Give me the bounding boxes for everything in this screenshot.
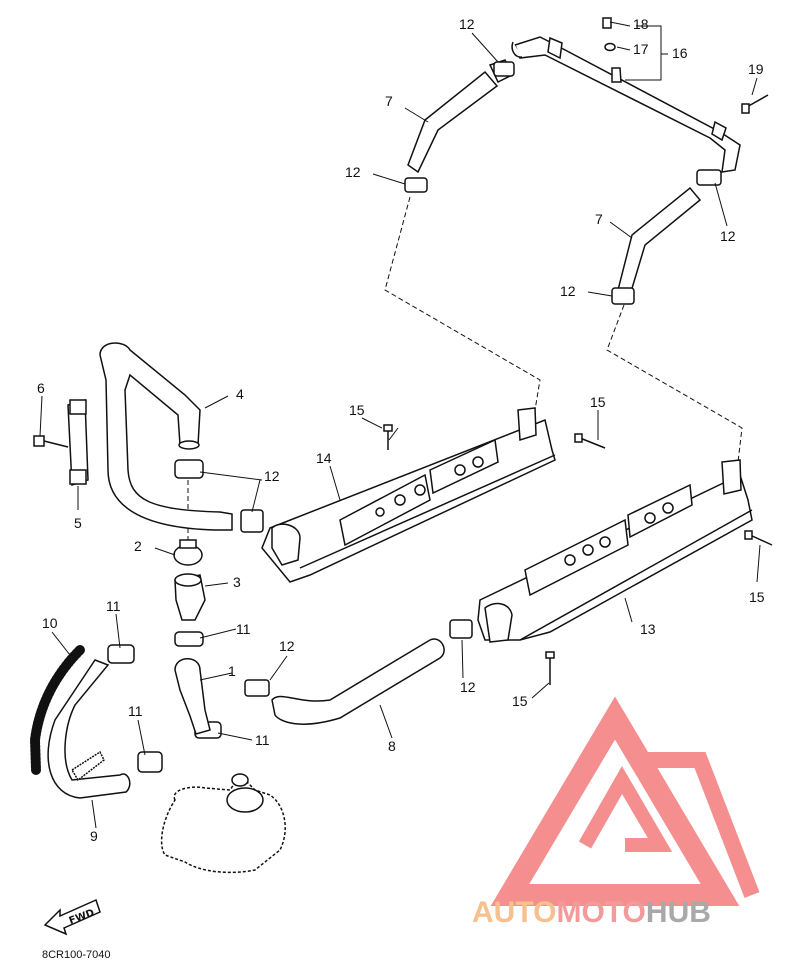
bracket-5 [67,399,89,487]
callout-10: 10 [42,615,58,631]
radiator-13 [477,459,753,643]
bolt-19 [741,94,769,114]
rivets-15 [383,424,773,685]
callout-14: 14 [316,450,332,466]
hose-7-left [407,59,513,174]
engine-block [160,773,286,874]
callout-15: 15 [512,693,528,709]
watermark-logo [490,696,760,906]
callout-7: 7 [595,211,603,227]
callout-12: 12 [460,679,476,695]
callout-15: 15 [349,402,365,418]
watermark-part-moto: MOTO [556,896,645,929]
drawing-code: 8CR100-7040 [42,949,111,961]
callout-16: 16 [672,45,688,61]
callout-11: 11 [236,621,251,637]
callout-12: 12 [720,228,736,244]
upper-coolant-pipe [511,17,741,173]
callout-5: 5 [74,515,82,531]
callout-9: 9 [90,828,98,844]
callout-15: 15 [590,394,606,410]
callout-11: 11 [255,732,270,748]
callout-12: 12 [264,468,280,484]
hose-7-right [617,186,702,297]
hose-9 [47,659,131,799]
callout-19: 19 [748,61,764,77]
callout-2: 2 [134,538,142,554]
bolt-6 [33,435,69,448]
watermark-text: AUTOMOTOHUB [472,896,711,929]
callout-3: 3 [233,574,241,590]
callout-11: 11 [128,703,143,719]
callout-12: 12 [279,638,295,654]
callout-11: 11 [106,598,121,614]
callout-15: 15 [749,589,765,605]
hose-1 [174,658,211,735]
callout-labels: 7 12 12 18 17 16 19 7 12 12 6 4 5 15 15 … [37,16,765,844]
callout-17: 17 [633,41,649,57]
thermostat-parts [173,539,206,621]
hose-10 [29,645,85,775]
callout-7: 7 [385,93,393,109]
hose-4 [99,342,233,531]
callout-12: 12 [345,164,361,180]
fwd-arrow: FWD [43,898,101,936]
watermark-part-hub: HUB [646,896,711,929]
callout-12: 12 [459,16,475,32]
watermark-part-auto: AUTO [472,896,556,929]
hose-clamps [107,61,722,773]
callout-1: 1 [228,663,236,679]
callout-18: 18 [633,16,649,32]
callout-12: 12 [560,283,576,299]
callout-13: 13 [640,621,656,637]
radiator-14 [261,407,556,583]
hose-8 [271,638,445,725]
callout-6: 6 [37,380,45,396]
leader-lines [39,21,761,829]
callout-4: 4 [236,386,244,402]
callout-8: 8 [388,738,396,754]
